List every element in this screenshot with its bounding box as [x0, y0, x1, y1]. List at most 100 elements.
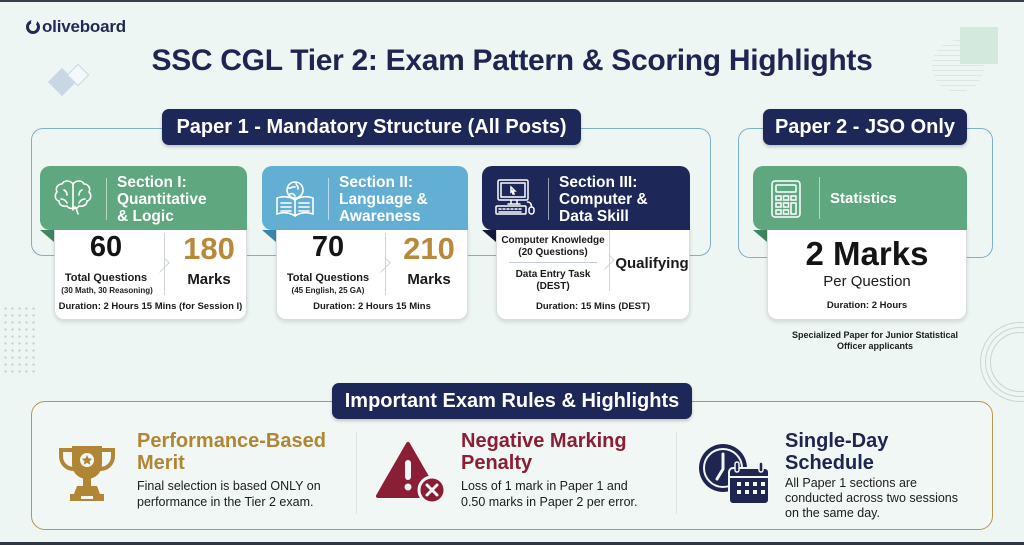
section2-header: Section II: Language & Awareness [262, 166, 468, 230]
title-line: Section I: [117, 174, 187, 191]
item-divider [509, 262, 597, 263]
divider [164, 233, 165, 295]
title-line: Quantitative [117, 191, 207, 208]
computer-knowledge-detail: (20 Questions) [518, 247, 588, 258]
card-body: 60 Total Questions (30 Math, 30 Reasonin… [54, 224, 247, 320]
section1-header: Section I: Quantitative & Logic [40, 166, 247, 230]
card-fold [262, 230, 276, 242]
section2-marks: 210 [403, 231, 455, 266]
divider [385, 233, 386, 295]
paper2-duration: Duration: 2 Hours [826, 300, 908, 311]
warning-icon [376, 440, 448, 509]
title-line: Performance-Based [137, 430, 326, 452]
calculator-icon [763, 177, 809, 221]
title-line: Data Skill [559, 208, 629, 225]
section1-marks: 180 [183, 231, 235, 266]
rule-performance-merit: Performance-Based Merit Final selection … [55, 428, 355, 528]
title-line: & Logic [117, 208, 174, 225]
card-fold [482, 230, 496, 242]
computer-knowledge-label: Computer Knowledge [501, 235, 605, 246]
data-entry-task-detail: (DEST) [536, 281, 570, 292]
paper2-marks: 2 Marks [805, 235, 929, 272]
decorative-dot-grid [2, 305, 38, 377]
note-line: Specialized Paper for Junior Statistical [791, 330, 959, 340]
title-line: Merit [137, 452, 185, 474]
section2-title: Section II: Language & Awareness [339, 174, 428, 225]
rules-banner: Important Exam Rules & Highlights [332, 383, 692, 419]
globe-book-icon [272, 176, 318, 220]
top-border [0, 0, 1024, 2]
chevron-right-icon [154, 257, 170, 273]
paper2-banner: Paper 2 - JSO Only [763, 109, 967, 145]
desc-line: Final selection is based ONLY on [137, 479, 321, 493]
section1-marks-label: Marks [187, 271, 231, 288]
title-line: Penalty [461, 452, 533, 474]
desc-line: on the same day. [785, 506, 880, 520]
rule-description: Loss of 1 mark in Paper 1 and 0.50 marks… [461, 478, 637, 510]
desc-line: conducted across two sessions [785, 491, 959, 505]
rule-divider [356, 432, 357, 514]
desc-line: 0.50 marks in Paper 2 per error. [461, 495, 638, 509]
section2-card: 70 Total Questions (45 English, 25 GA) 2… [262, 166, 468, 320]
card-fold [40, 230, 54, 242]
rule-description: All Paper 1 sections are conducted acros… [785, 476, 958, 521]
rule-single-day-schedule: Single-Day Schedule All Paper 1 sections… [697, 428, 987, 528]
header-separator [819, 177, 820, 219]
rule-description: Final selection is based ONLY on perform… [137, 478, 321, 510]
desc-line: performance in the Tier 2 exam. [137, 495, 314, 509]
decorative-rings [990, 332, 1024, 392]
paper2-header: Statistics [753, 166, 967, 230]
desc-line: Loss of 1 mark in Paper 1 and [461, 479, 628, 493]
section2-duration: Duration: 2 Hours 15 Mins [313, 301, 431, 312]
section3-header: Section III: Computer & Data Skill [482, 166, 690, 230]
oliveboard-logo: oliveboard [26, 17, 126, 37]
title-line: Awareness [339, 208, 421, 225]
title-line: Schedule [785, 452, 874, 474]
computer-icon [492, 176, 538, 220]
section3-card: Computer Knowledge (20 Questions) Data E… [482, 166, 690, 320]
card-fold [753, 230, 767, 242]
title-line: Section III: [559, 174, 638, 191]
section1-card: 60 Total Questions (30 Math, 30 Reasonin… [40, 166, 247, 320]
note-line: Officer applicants [836, 341, 914, 351]
title-line: Language & [339, 191, 428, 208]
section2-questions-label: Total Questions [286, 272, 370, 284]
desc-line: All Paper 1 sections are [785, 476, 918, 490]
logo-text: oliveboard [42, 17, 126, 36]
decorative-square [960, 27, 998, 64]
title-line: Negative Marking [461, 430, 627, 452]
section3-duration: Duration: 15 Mins (DEST) [535, 301, 650, 312]
trophy-icon [57, 442, 117, 509]
card-body: 2 Marks Per Question Duration: 2 Hours [767, 224, 967, 320]
rule-negative-marking: Negative Marking Penalty Loss of 1 mark … [376, 428, 676, 528]
title-line: Single-Day [785, 430, 889, 452]
section3-title: Section III: Computer & Data Skill [559, 174, 648, 225]
paper2-marks-label: Per Question [823, 273, 911, 290]
header-separator [548, 178, 549, 220]
bottom-border [0, 542, 1024, 545]
rule-title: Performance-Based Merit [137, 430, 326, 474]
clock-calendar-icon [697, 442, 771, 511]
section1-questions-label: Total Questions [64, 272, 148, 284]
card-body: Computer Knowledge (20 Questions) Data E… [496, 224, 690, 320]
page-title: SSC CGL Tier 2: Exam Pattern & Scoring H… [151, 44, 873, 77]
chevron-right-icon [375, 257, 391, 273]
rule-title: Negative Marking Penalty [461, 430, 627, 474]
card-body: 70 Total Questions (45 English, 25 GA) 2… [276, 224, 468, 320]
section1-questions-detail: (30 Math, 30 Reasoning) [61, 286, 153, 295]
divider [609, 229, 610, 291]
header-separator [328, 178, 329, 220]
paper1-banner: Paper 1 - Mandatory Structure (All Posts… [162, 109, 581, 145]
title-line: Computer & [559, 191, 648, 208]
section1-title: Section I: Quantitative & Logic [117, 174, 207, 225]
header-separator [106, 178, 107, 220]
paper2-note: Specialized Paper for Junior Statistical… [770, 330, 980, 352]
rule-divider [676, 432, 677, 514]
brain-icon [50, 176, 96, 220]
rule-title: Single-Day Schedule [785, 430, 888, 474]
title-line: Section II: [339, 174, 414, 191]
paper2-statistics-card: 2 Marks Per Question Duration: 2 Hours S… [753, 166, 967, 320]
section1-duration: Duration: 2 Hours 15 Mins (for Session I… [58, 301, 243, 312]
data-entry-task-label: Data Entry Task [515, 269, 591, 280]
section2-questions: 70 [311, 231, 345, 263]
